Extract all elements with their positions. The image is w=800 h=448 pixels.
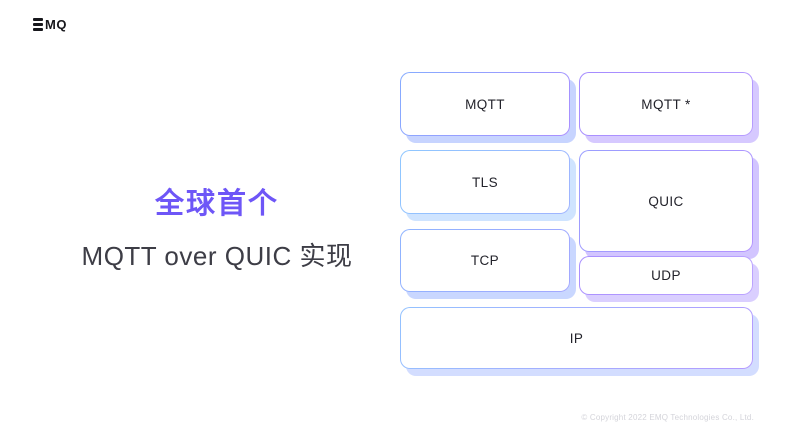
stack-box-quic: QUIC [579, 150, 753, 252]
stack-box-mqtt-label: MQTT [465, 96, 505, 112]
stack-box-udp-label: UDP [651, 268, 681, 283]
stack-box-mqtt-star: MQTT * [579, 72, 753, 136]
stack-box-tls: TLS [400, 150, 570, 214]
title-line1: 全球首个 [154, 188, 279, 220]
stack-box-mqtt: MQTT [400, 72, 570, 136]
stack-box-udp: UDP [579, 256, 753, 295]
emq-logo-bars-icon [33, 18, 43, 31]
title-line2: MQTT over QUIC 实现 [81, 241, 353, 271]
copyright-text: © Copyright 2022 EMQ Technologies Co., L… [581, 413, 754, 422]
stack-box-tls-label: TLS [472, 174, 498, 190]
emq-logo: MQ [33, 17, 67, 32]
stack-box-quic-label: QUIC [648, 193, 684, 209]
stack-box-ip-label: IP [569, 330, 584, 346]
title-block: 全球首个 MQTT over QUIC 实现 [62, 180, 372, 273]
stack-box-ip: IP [400, 307, 753, 369]
stack-box-tcp-label: TCP [470, 253, 500, 268]
stack-box-tcp: TCP [400, 229, 570, 292]
emq-logo-text: MQ [45, 17, 67, 32]
stack-box-mqtt-star-label: MQTT * [641, 96, 691, 112]
